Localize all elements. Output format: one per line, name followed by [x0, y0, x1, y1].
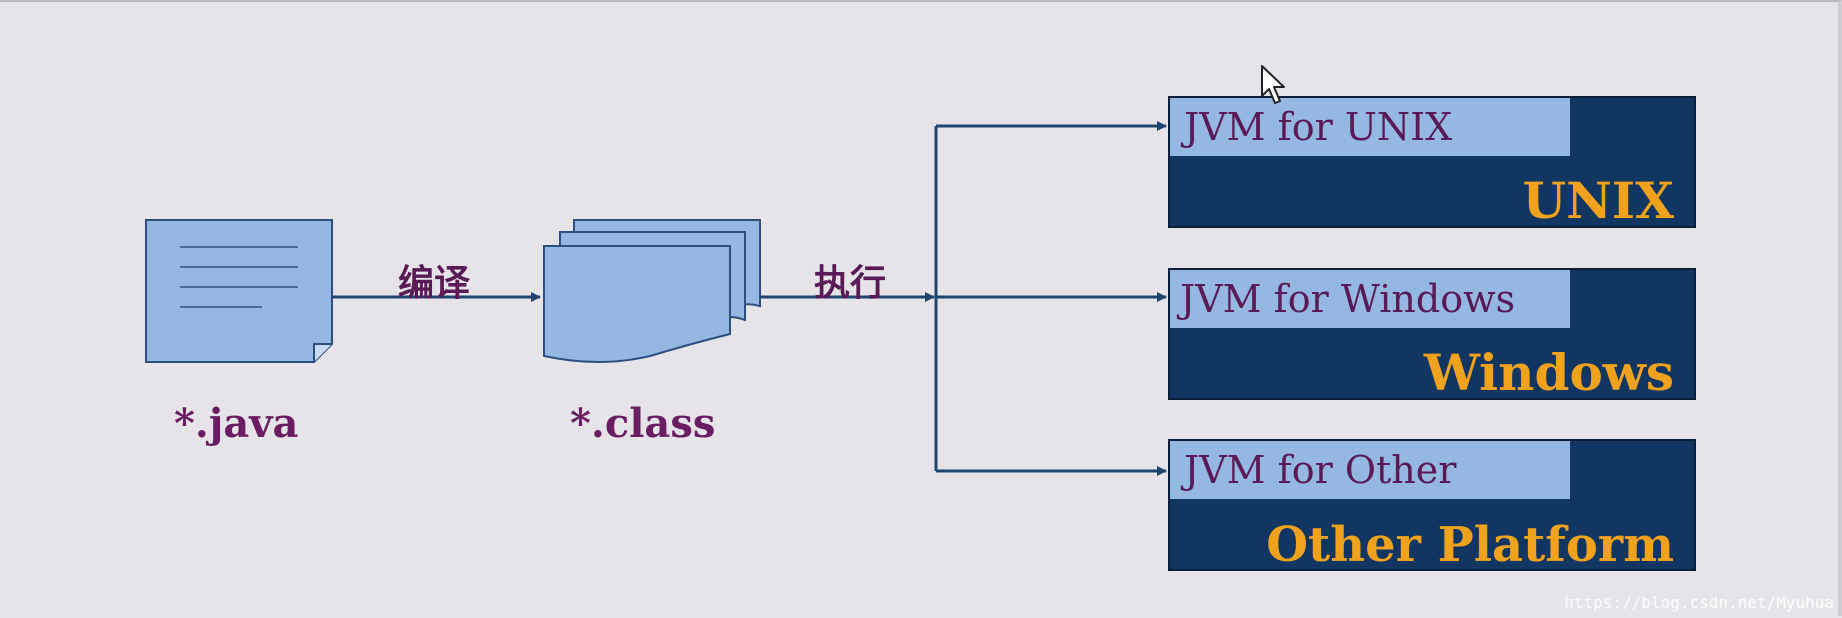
- compile-label: 编译: [398, 263, 471, 304]
- execute-label: 执行: [814, 263, 887, 304]
- jvm-unix-label: JVM for UNIX: [1170, 98, 1570, 156]
- class-file-label: *.class: [570, 400, 716, 447]
- class-files-icon: [543, 219, 761, 363]
- java-file-icon: [145, 219, 333, 363]
- platform-windows-label: Windows: [1423, 343, 1674, 402]
- branch-connector: [934, 121, 1167, 476]
- jvm-windows-label: JVM for Windows: [1170, 270, 1570, 328]
- watermark: https://blog.csdn.net/Myuhua: [1564, 593, 1834, 612]
- platform-windows-box: JVM for Windows Windows: [1168, 268, 1696, 400]
- platform-other-box: JVM for Other Other Platform: [1168, 439, 1696, 571]
- java-file-label: *.java: [174, 400, 299, 447]
- platform-other-label: Other Platform: [1266, 517, 1674, 573]
- platform-unix-label: UNIX: [1522, 171, 1675, 230]
- mouse-cursor-icon: [1261, 65, 1285, 104]
- platform-unix-box: JVM for UNIX UNIX: [1168, 96, 1696, 228]
- jvm-other-label: JVM for Other: [1170, 441, 1570, 499]
